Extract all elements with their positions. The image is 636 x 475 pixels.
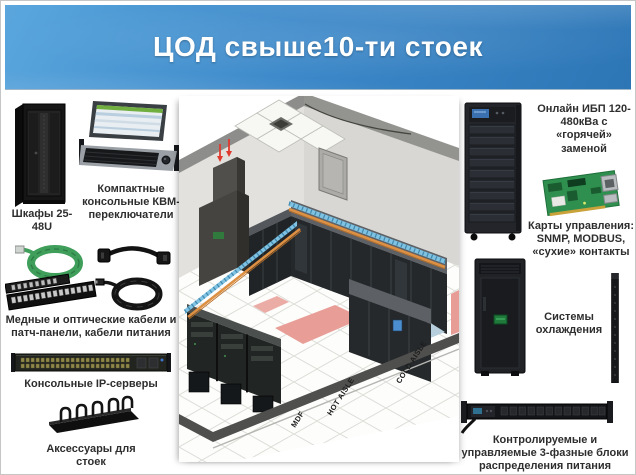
pdu-label: Контролируемые и управляемые 3-фазные бл… [461, 434, 629, 473]
slide-header: ЦОД свыше10-ти стоек [5, 5, 631, 90]
ceiling-tiles [234, 99, 346, 153]
cooling-label: Системы охлаждения [535, 311, 603, 337]
racks-label: Шкафы 25-48U [11, 208, 73, 234]
kvm-label: Компактные консольные КВМ-переключатели [82, 183, 180, 222]
ups-label: Онлайн ИБП 120-480кВа с «горячей» замено… [537, 103, 631, 155]
ceiling-wire [304, 103, 412, 135]
servers-label: Консольные IP-серверы [24, 378, 158, 390]
floor-edge-band [179, 414, 213, 442]
slide-title: ЦОД свыше10-ти стоек [153, 31, 483, 62]
cable-trays [183, 201, 446, 320]
cards-label: Карты управления: SNMP, MODBUS, «сухие» … [527, 220, 635, 259]
power-cable-image [97, 246, 171, 265]
open-racks-front [187, 304, 281, 413]
datacenter-room-illustration: MDF HOT AISLE COLD AISLE [179, 93, 460, 462]
cable-manager-image [49, 395, 139, 433]
vertical-pdu-image [611, 273, 619, 383]
air-duct-unit [199, 139, 249, 286]
hot-aisle-floor [275, 305, 363, 344]
console-ip-server-image [11, 353, 171, 372]
kvm-console-image [79, 101, 179, 171]
ups-tower-image [464, 102, 522, 241]
management-card-image [542, 170, 620, 217]
accessories-label: Аксессуары для стоек [46, 443, 136, 469]
server-rack-image [15, 103, 66, 207]
cooling-unit-image [474, 258, 526, 376]
horizontal-pdu-image [460, 401, 613, 434]
patch-panel-image [5, 273, 97, 311]
black-cable-coil-image [95, 277, 163, 311]
cables-label: Медные и оптические кабели и патч-панели… [5, 314, 177, 340]
datacenter-isometric-figure: MDF HOT AISLE COLD AISLE [179, 93, 460, 462]
